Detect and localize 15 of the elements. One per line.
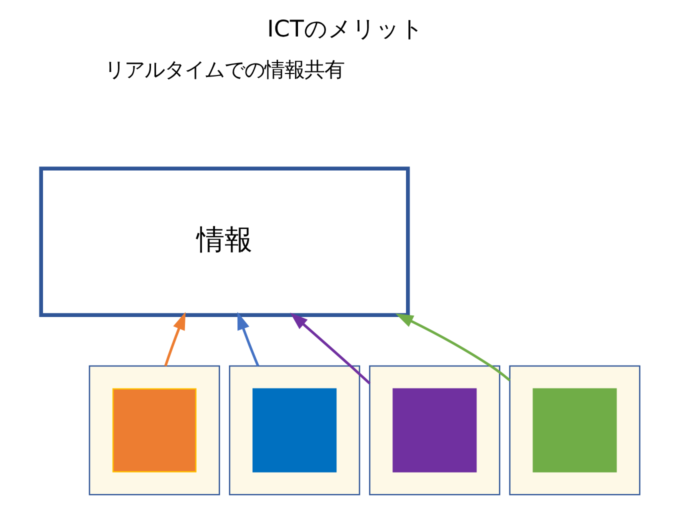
node-box (252, 388, 336, 472)
arrow (164, 312, 186, 366)
cluster (88, 365, 220, 496)
node-box: 情報 (38, 166, 410, 317)
cluster (508, 365, 640, 496)
arrow (394, 313, 510, 382)
node-box (392, 388, 476, 472)
label: リアルタイムでの情報共有 (104, 58, 344, 82)
node-box (112, 388, 196, 472)
arrow (290, 312, 370, 384)
cluster (368, 365, 500, 496)
node-box (532, 388, 616, 472)
arrow (236, 312, 259, 366)
diagram-title: ICTのメリット (266, 16, 424, 43)
cluster (228, 365, 360, 496)
